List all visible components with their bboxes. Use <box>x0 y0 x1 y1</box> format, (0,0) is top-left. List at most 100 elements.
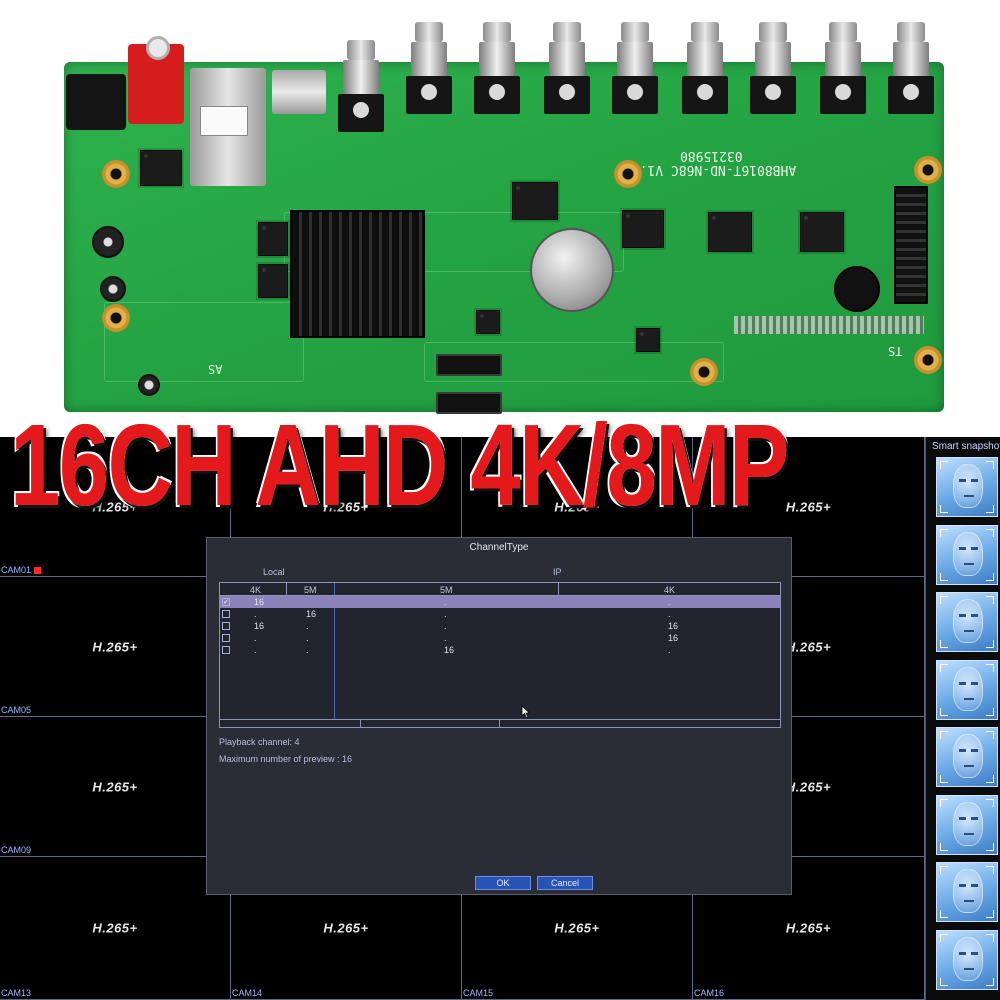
rj45-ethernet-port <box>190 68 266 186</box>
face-icon <box>953 734 983 778</box>
camera-name-label: CAM05 <box>1 705 32 715</box>
dc-power-jack <box>66 74 126 130</box>
face-icon <box>953 531 983 576</box>
pin-row <box>734 316 924 334</box>
row-checkbox[interactable] <box>222 622 230 630</box>
product-title-banner: 16CH AHD 4K/8MP <box>10 400 789 530</box>
codec-label: H.265+ <box>323 920 369 936</box>
sidebar-title: Smart snapshot <box>932 441 1000 452</box>
mounting-hole <box>102 304 130 332</box>
codec-label: H.265+ <box>785 779 832 794</box>
capacitor <box>92 226 124 258</box>
mounting-hole <box>102 160 130 188</box>
table-cell: . <box>306 621 309 631</box>
board-as-silkscreen: AS <box>208 362 223 376</box>
bnc-video-input <box>888 22 934 114</box>
table-row[interactable]: 16..16 <box>220 620 780 632</box>
mounting-hole <box>914 156 942 184</box>
table-row[interactable]: ✓ 16.. <box>220 596 780 608</box>
camera-tile[interactable]: H.265+ CAM09 <box>0 717 231 857</box>
table-cell: 16 <box>444 645 455 655</box>
face-snapshot-thumbnail[interactable] <box>936 794 998 855</box>
face-snapshot-thumbnail[interactable] <box>936 727 998 787</box>
table-row[interactable]: ..16. <box>220 644 780 656</box>
table-cell: 16 <box>254 597 265 607</box>
bnc-video-input <box>612 22 658 114</box>
camera-tile[interactable]: H.265+ <box>693 437 925 577</box>
table-row[interactable]: ...16 <box>220 632 780 644</box>
face-snapshot-thumbnail[interactable] <box>936 524 998 585</box>
column-header-local-4k: 4K <box>250 585 262 595</box>
buzzer <box>834 266 880 312</box>
playback-channel-text: Playback channel: 4 <box>219 737 300 747</box>
codec-label: H.265+ <box>92 920 138 936</box>
board-ts-silkscreen: TS <box>888 344 903 358</box>
face-snapshot-thumbnail[interactable] <box>936 457 998 517</box>
bnc-video-input <box>820 22 866 114</box>
table-cell: . <box>668 609 671 619</box>
video-decoder-chip <box>800 212 844 252</box>
pin-header <box>894 186 928 304</box>
camera-name-label: CAM13 <box>1 988 32 998</box>
table-row[interactable]: .16.. <box>220 608 780 620</box>
bnc-video-input <box>474 22 520 114</box>
sata-connector <box>436 354 502 376</box>
camera-tile[interactable]: H.265+CAM01 <box>0 437 231 577</box>
channel-type-table[interactable]: 4K 5M 5M 4K ✓16...16..16..16...16..16. <box>219 582 781 728</box>
camera-tile[interactable]: H.265+ CAM13 <box>0 857 231 1000</box>
row-checkbox[interactable]: ✓ <box>222 598 230 606</box>
table-cell: 16 <box>254 621 265 631</box>
bnc-video-input <box>406 22 452 114</box>
ok-button[interactable]: OK <box>475 876 531 890</box>
table-cell: . <box>254 609 257 619</box>
video-decoder-chip <box>622 210 664 248</box>
table-cell: . <box>668 645 671 655</box>
face-snapshot-thumbnail[interactable] <box>936 659 998 720</box>
column-header-ip-5m: 5M <box>440 585 453 595</box>
camera-name-label: CAM09 <box>1 845 32 855</box>
face-snapshot-thumbnail[interactable] <box>936 592 998 652</box>
bnc-video-input <box>544 22 590 114</box>
scrollbar-thumb[interactable] <box>360 720 500 727</box>
camera-tile[interactable]: H.265+ <box>693 577 925 717</box>
table-cell: . <box>306 633 309 643</box>
small-chip <box>476 310 500 334</box>
small-chip <box>636 328 660 352</box>
table-cell: 16 <box>306 609 317 619</box>
column-divider <box>558 583 559 595</box>
cancel-button[interactable]: Cancel <box>537 876 593 890</box>
camera-name-label: CAM01 <box>1 565 42 575</box>
codec-label: H.265+ <box>92 779 138 794</box>
dialog-title: ChannelType <box>469 542 529 553</box>
codec-label: H.265+ <box>554 499 600 514</box>
codec-label: H.265+ <box>323 499 369 514</box>
table-horizontal-scrollbar[interactable] <box>219 719 781 728</box>
camera-tile[interactable]: H.265+ <box>693 717 925 857</box>
face-icon <box>953 801 983 846</box>
column-header-ip-4k: 4K <box>664 585 676 595</box>
video-decoder-chip <box>512 182 558 220</box>
camera-name-label: CAM16 <box>694 988 725 998</box>
codec-label: H.265+ <box>554 920 600 936</box>
bnc-video-input <box>682 22 728 114</box>
row-checkbox[interactable] <box>222 646 230 654</box>
smart-snapshot-sidebar: Smart snapshot <box>925 437 1000 1000</box>
column-header-local-5m: 5M <box>304 585 317 595</box>
face-icon <box>953 936 983 981</box>
row-checkbox[interactable] <box>222 610 230 618</box>
bnc-video-input <box>338 40 384 132</box>
table-cell: . <box>444 597 447 607</box>
soc-chip <box>140 150 182 186</box>
coin-cell-battery <box>530 228 614 312</box>
record-icon <box>34 567 42 574</box>
face-snapshot-thumbnail[interactable] <box>936 862 998 922</box>
row-checkbox[interactable] <box>222 634 230 642</box>
group-header-local: Local <box>263 567 285 577</box>
camera-tile[interactable]: H.265+CAM05 <box>0 577 231 717</box>
face-snapshot-thumbnail[interactable] <box>936 929 998 990</box>
table-cell: . <box>668 597 671 607</box>
mouse-cursor-icon <box>521 705 531 719</box>
board-model-silkscreen: AHB8016T-ND-N68C V1.01 <box>624 162 797 177</box>
column-divider <box>286 583 287 595</box>
capacitor <box>100 276 126 302</box>
